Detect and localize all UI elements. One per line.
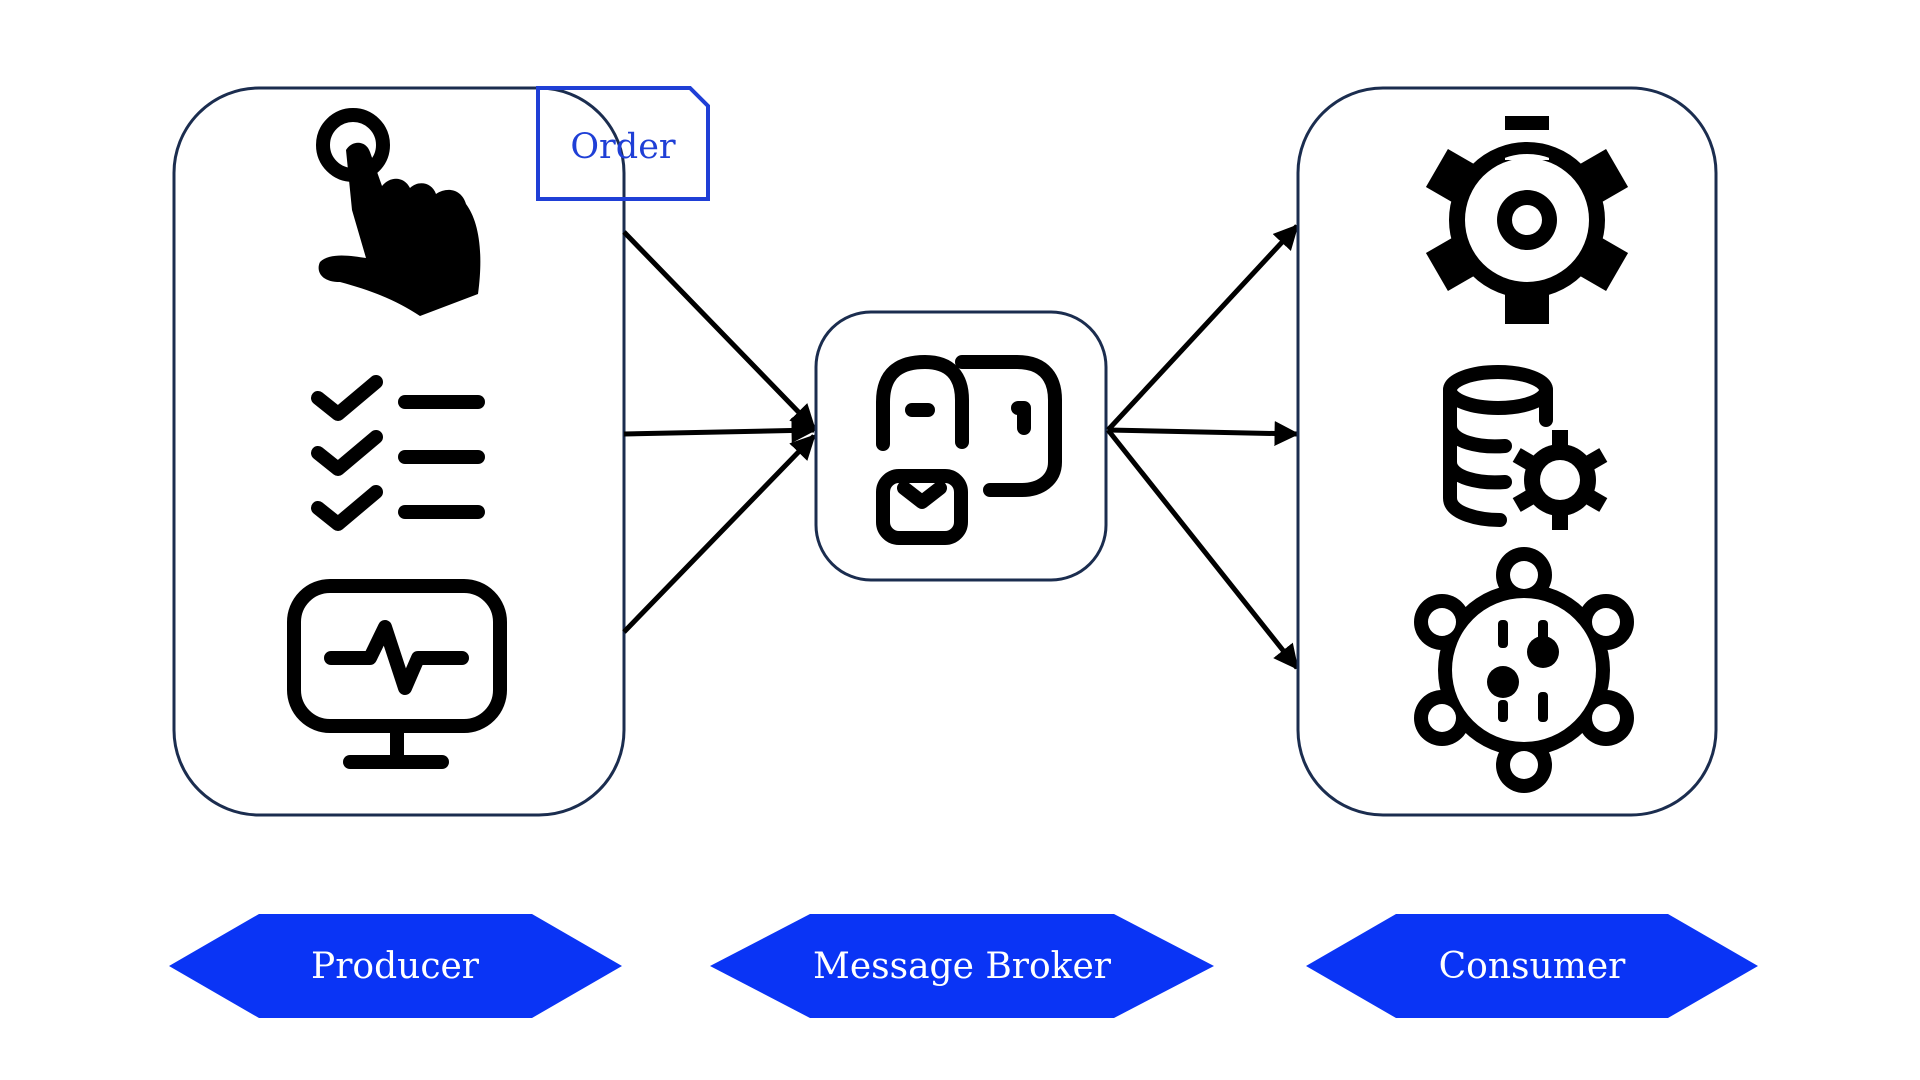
- arrow-bottom-to-broker: [622, 434, 816, 634]
- gear-icon: [1425, 116, 1629, 324]
- broker-to-consumer-arrows: [1106, 224, 1300, 670]
- arrow-to-consumer-top: [1106, 224, 1299, 432]
- checklist-icon: [311, 375, 485, 531]
- consumer-label: Consumer: [1439, 946, 1627, 987]
- database-settings-icon: [1443, 365, 1608, 530]
- consumer-label-shape: Consumer: [1306, 914, 1758, 1018]
- broker-label-shape: Message Broker: [710, 914, 1214, 1018]
- gear-toggles-icon: [1414, 547, 1634, 793]
- consumer-box: [1296, 86, 1718, 817]
- producer-label: Producer: [311, 946, 480, 987]
- producer-label-shape: Producer: [169, 914, 622, 1018]
- touch-hand-icon: [316, 108, 481, 316]
- order-tag: Order: [536, 86, 710, 201]
- broker-box: [814, 310, 1108, 582]
- producer-to-broker-arrows: [622, 230, 817, 634]
- producer-box: [172, 86, 626, 817]
- arrow-top-to-broker: [622, 230, 816, 430]
- broker-label: Message Broker: [813, 946, 1112, 987]
- order-label: Order: [570, 127, 676, 167]
- arrow-to-consumer-mid: [1107, 421, 1300, 447]
- message-broker-icon: [876, 355, 1062, 545]
- arrow-mid-to-broker: [623, 417, 817, 443]
- monitor-activity-icon: [287, 579, 507, 769]
- arrow-to-consumer-bottom: [1106, 428, 1299, 670]
